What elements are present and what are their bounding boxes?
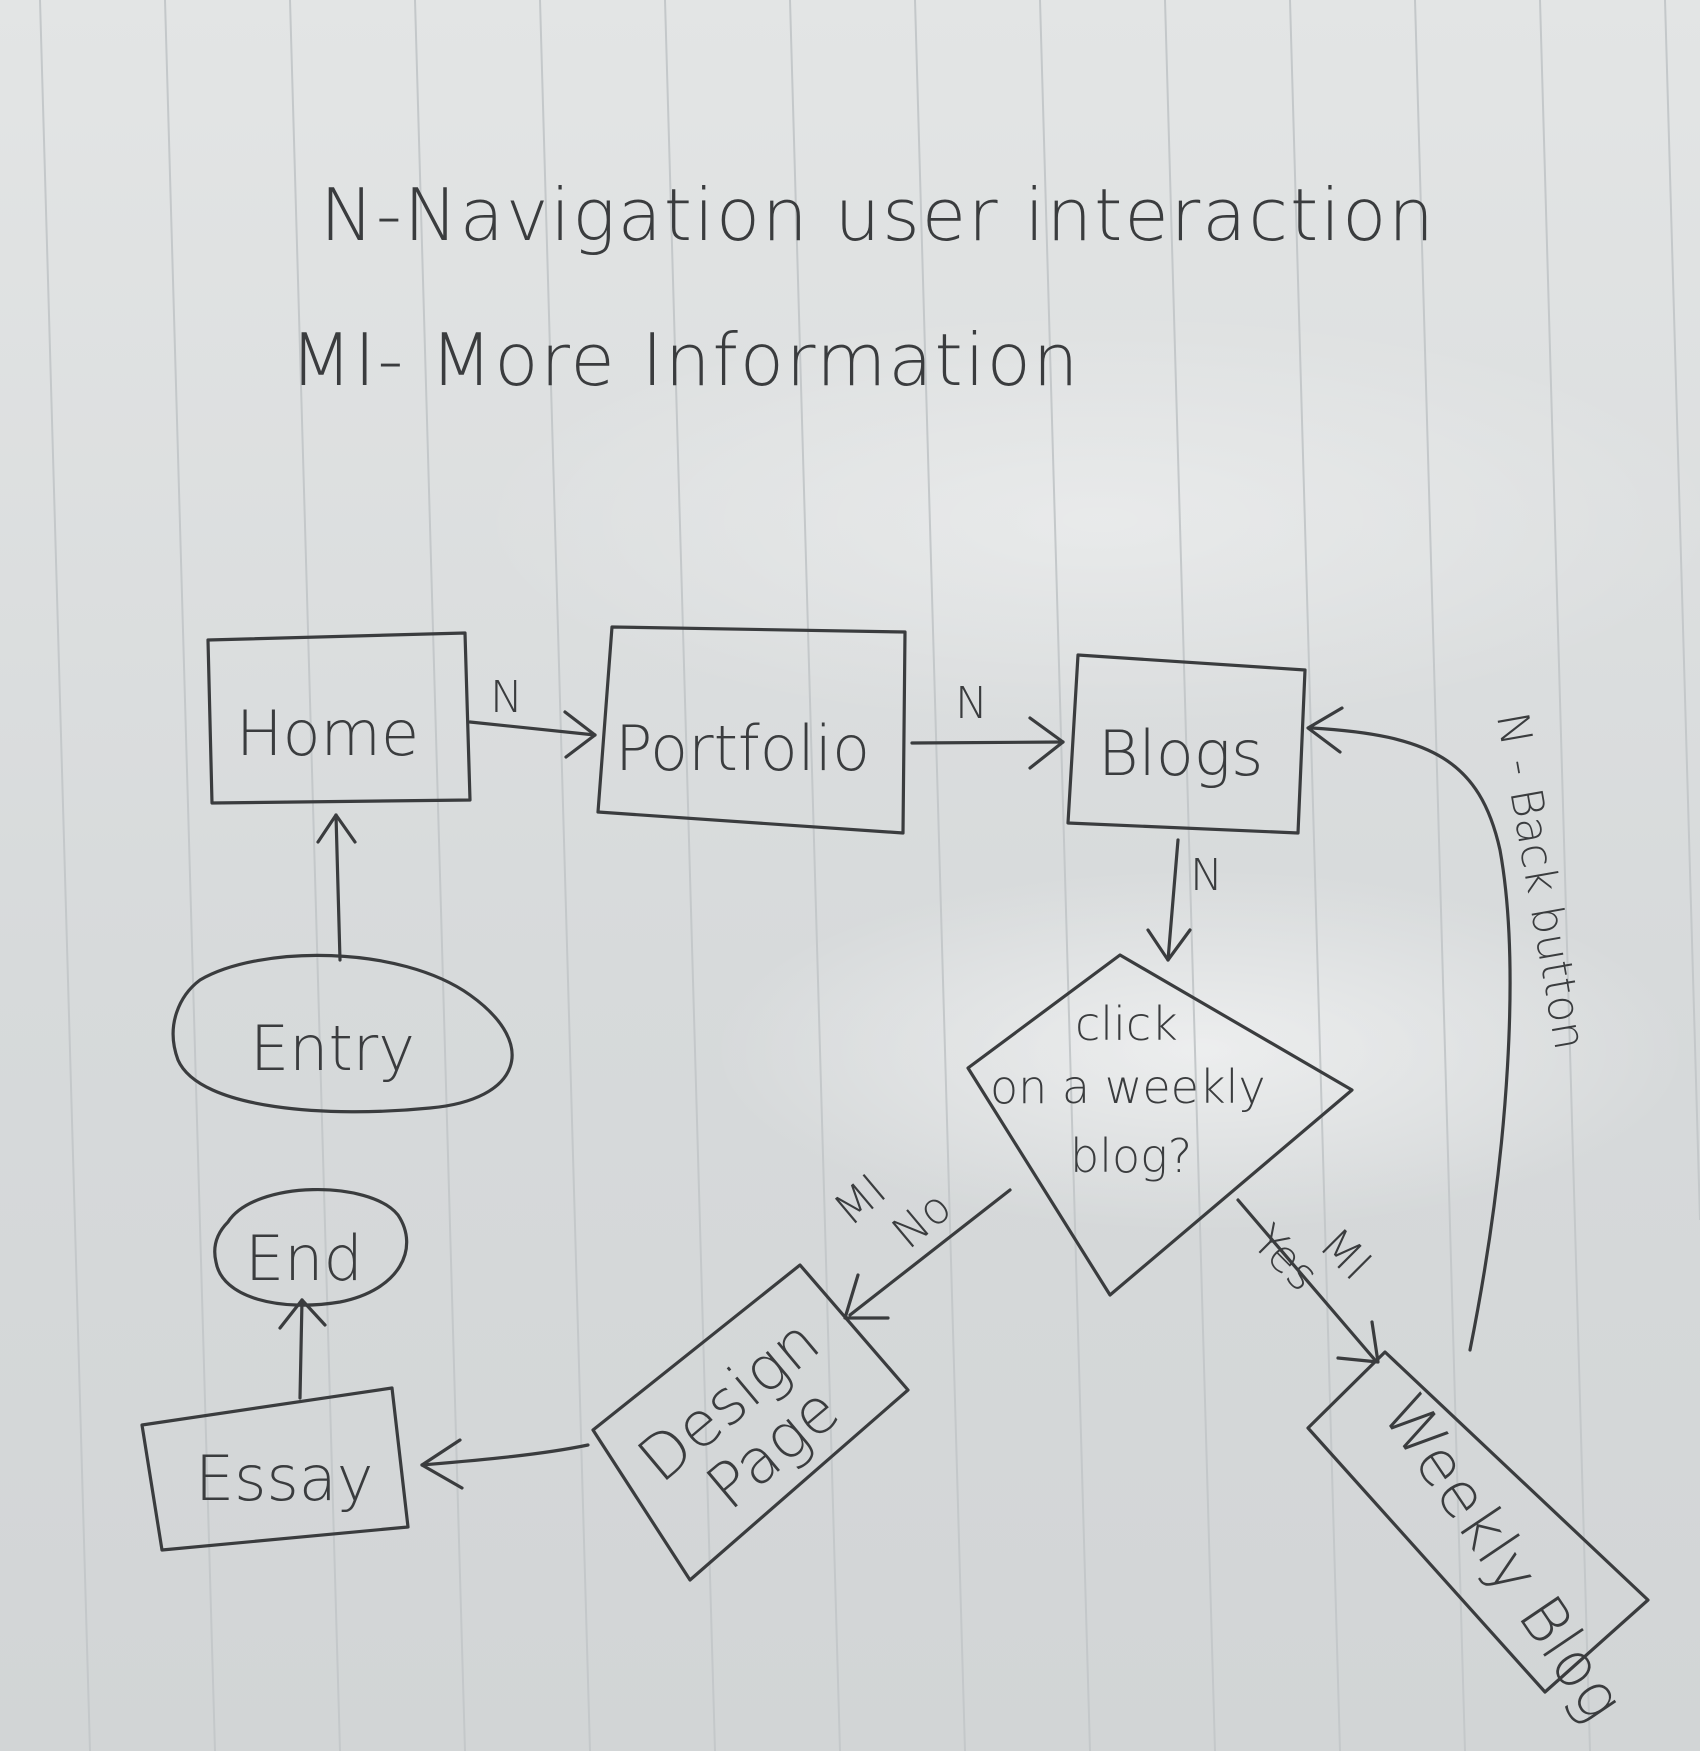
label-back-button: N - Back button	[1486, 709, 1595, 1054]
arrow-essay-to-end	[278, 1298, 327, 1400]
entry-node: Entry	[171, 953, 514, 1114]
decision-node: click on a weekly blog?	[966, 953, 1354, 1297]
portfolio-label: Portfolio	[615, 712, 870, 785]
label-yes-mi: MI	[1309, 1219, 1381, 1291]
decision-line3: blog?	[1070, 1129, 1192, 1183]
weekly-blog-node: Weekly Blog	[1306, 1350, 1650, 1734]
design-page-node: Design Page	[591, 1263, 910, 1582]
label-home-to-portfolio: N	[490, 672, 523, 723]
arrow-decision-no: MI No	[824, 1164, 1012, 1320]
arrow-decision-yes: MI Yes	[1236, 1198, 1381, 1364]
legend-navigation: N-Navigation user interaction	[320, 173, 1436, 257]
label-portfolio-to-blogs: N	[955, 678, 988, 729]
label-blogs-to-decision: N	[1190, 850, 1223, 901]
portfolio-node: Portfolio	[596, 625, 907, 835]
legend-more-information: MI- More Information	[290, 318, 1080, 402]
decision-line2: on a weekly	[990, 1060, 1266, 1114]
end-node: End	[213, 1187, 409, 1307]
end-label: End	[245, 1222, 363, 1295]
arrow-design-to-essay	[420, 1438, 590, 1490]
essay-node: Essay	[140, 1386, 410, 1552]
blogs-label: Blogs	[1098, 717, 1263, 790]
arrow-portfolio-to-blogs: N	[910, 678, 1065, 770]
weekly-blog-label: Weekly Blog	[1368, 1381, 1639, 1734]
decision-line1: click	[1075, 997, 1178, 1051]
arrow-blogs-to-decision: N	[1146, 838, 1223, 962]
home-node: Home	[206, 631, 472, 805]
essay-label: Essay	[195, 1442, 373, 1515]
paper-rule-lines	[39, 0, 1700, 1751]
arrow-home-to-portfolio: N	[468, 672, 597, 759]
home-label: Home	[236, 697, 419, 770]
arrow-entry-to-home	[316, 813, 357, 962]
label-no-mi: MI	[824, 1164, 896, 1236]
entry-label: Entry	[250, 1012, 415, 1085]
blogs-node: Blogs	[1066, 653, 1307, 835]
